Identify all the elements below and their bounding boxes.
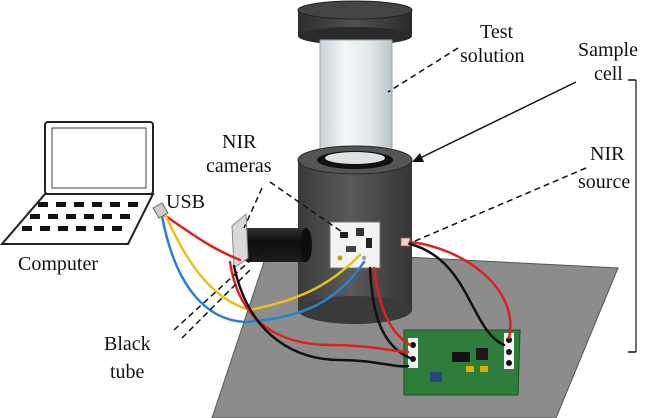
label-computer: Computer	[18, 253, 98, 275]
label-nir-cameras-line2: cameras	[206, 155, 272, 177]
wires	[158, 210, 512, 368]
label-nir-cameras-line1: NIR	[222, 131, 257, 153]
leader-nir-source	[407, 167, 587, 245]
wire-red-board	[372, 266, 412, 347]
leader-nir-cameras-1	[269, 181, 343, 233]
wire-blue-usb	[160, 214, 366, 324]
laptop-icon	[0, 121, 169, 245]
label-test-line2: solution	[460, 45, 524, 67]
leader-lines	[173, 47, 637, 353]
label-usb: USB	[166, 191, 205, 213]
wire-red-usb	[158, 210, 242, 262]
labels: Test solution Sample cell NIR cameras NI…	[18, 21, 638, 383]
wire-black-source	[408, 242, 506, 347]
leader-test-solution	[387, 47, 459, 93]
wire-red-bottom	[228, 260, 410, 354]
label-sample-line1: Sample	[578, 39, 638, 61]
arrowhead-sample-cell	[412, 153, 424, 162]
wire-red-source	[408, 240, 512, 340]
label-black-tube-line1: Black	[104, 333, 151, 355]
leader-black-tube	[173, 245, 267, 331]
label-nir-source-line2: source	[578, 171, 630, 193]
label-test-line1: Test	[480, 21, 513, 43]
pcb-icon	[403, 329, 521, 396]
label-nir-source-line1: NIR	[590, 143, 625, 165]
leader-black-tube-2	[181, 267, 253, 339]
nir-source-icon	[400, 237, 411, 247]
wire-black-board	[368, 266, 412, 360]
leader-nir-cameras-2	[243, 187, 263, 229]
test-solution-tube	[319, 39, 393, 163]
label-sample-line2: cell	[594, 63, 623, 85]
leader-sample-cell	[415, 81, 577, 161]
wire-black-bottom	[232, 264, 410, 368]
black-tube	[231, 212, 312, 269]
label-black-tube-line2: tube	[110, 361, 145, 383]
top-cap	[297, 0, 413, 45]
